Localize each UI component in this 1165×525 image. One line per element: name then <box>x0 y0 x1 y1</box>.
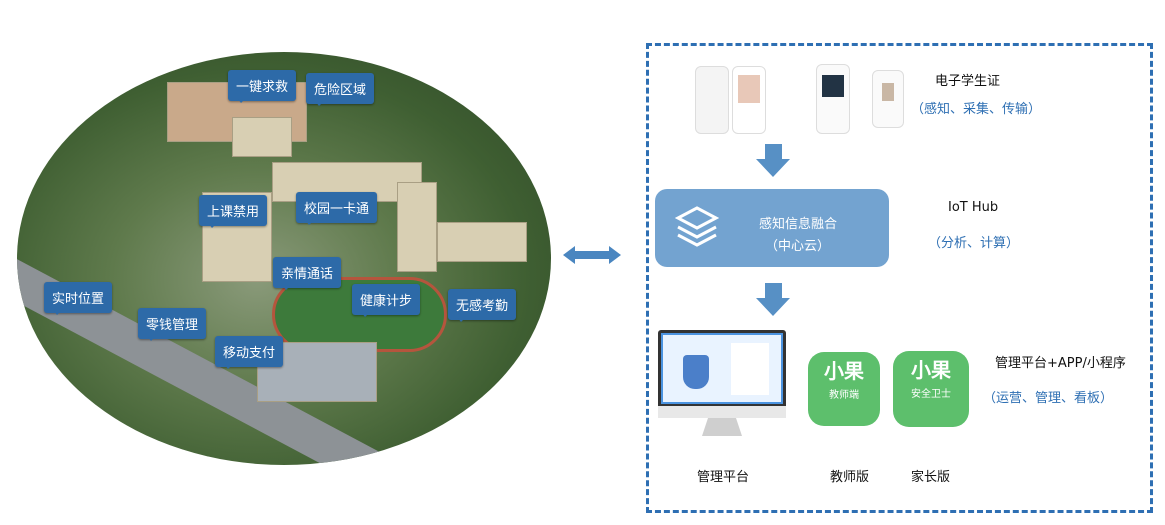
device-badge <box>872 70 904 128</box>
tag-step-count: 健康计步 <box>352 284 421 317</box>
tag-family-call: 亲情通话 <box>273 257 342 290</box>
parent-version-label: 家长版 <box>911 470 951 485</box>
layer1-subtitle: （感知、采集、传输） <box>911 102 1042 117</box>
double-arrow-icon <box>563 246 621 264</box>
teacher-version-label: 教师版 <box>830 470 870 485</box>
layer1-title: 电子学生证 <box>935 74 1001 89</box>
tag-campus-card: 校园一卡通 <box>296 192 378 225</box>
app-logo-text: 小果 <box>911 358 951 382</box>
tag-sos: 一键求救 <box>228 70 297 103</box>
teacher-app-icon[interactable]: 小果教师端 <box>808 352 880 426</box>
tag-danger-zone: 危险区域 <box>306 73 375 106</box>
layer3-subtitle: （运营、管理、看板） <box>983 391 1114 406</box>
hub-box-title: 感知信息融合 <box>759 217 838 232</box>
tag-pocket-money: 零钱管理 <box>138 308 207 341</box>
down-arrow-icon <box>756 144 790 177</box>
layer3-title: 管理平台+APP/小程序 <box>995 356 1126 371</box>
app-icon-caption: 安全卫士 <box>911 389 951 400</box>
device-card-back <box>695 66 729 134</box>
parent-app-icon[interactable]: 小果安全卫士 <box>893 351 969 427</box>
app-logo-text: 小果 <box>824 359 864 383</box>
management-platform-label: 管理平台 <box>697 470 750 485</box>
tag-location: 实时位置 <box>44 282 113 315</box>
tag-class-disable: 上课禁用 <box>199 195 268 228</box>
app-icon-caption: 教师端 <box>829 390 859 401</box>
layer2-title: IoT Hub <box>948 200 999 215</box>
tag-attendance: 无感考勤 <box>448 289 517 322</box>
device-phone <box>816 64 850 134</box>
cloud-fusion-box: 感知信息融合 （中心云） <box>655 189 889 267</box>
hub-box-subtitle: （中心云） <box>765 239 831 254</box>
layers-icon <box>675 206 719 247</box>
tag-mobile-pay: 移动支付 <box>215 336 284 369</box>
layer2-subtitle: （分析、计算） <box>928 236 1020 251</box>
device-card-front <box>732 66 766 134</box>
management-platform-monitor <box>658 330 786 436</box>
building <box>437 222 527 262</box>
system-architecture-panel <box>646 43 1153 513</box>
building <box>397 182 437 272</box>
building <box>232 117 292 157</box>
down-arrow-icon <box>756 283 790 316</box>
